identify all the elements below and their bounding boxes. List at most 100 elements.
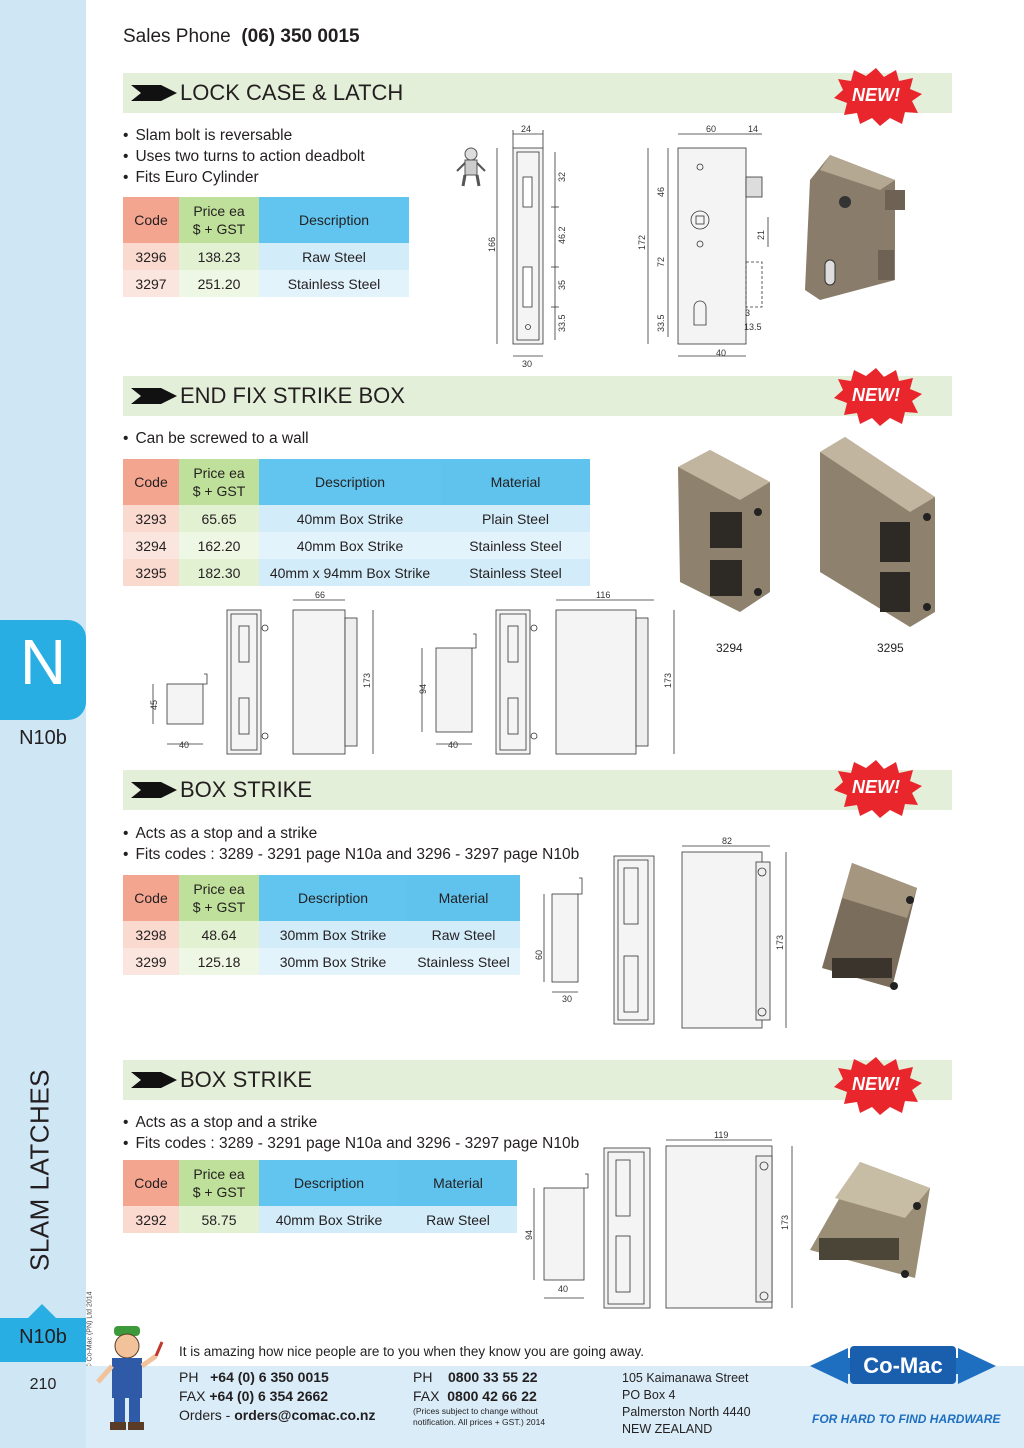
list-item: Can be screwed to a wall: [123, 428, 308, 449]
freephone-block: PH 0800 33 55 22 FAX 0800 42 66 22 (Pric…: [413, 1368, 545, 1428]
list-item: Fits codes : 3289 - 3291 page N10a and 3…: [123, 1133, 579, 1154]
cell-price: 251.20: [179, 270, 259, 297]
dim-label: 72: [656, 257, 666, 267]
cell-code: 3292: [123, 1206, 179, 1233]
table-row[interactable]: 3295 182.30 40mm x 94mm Box Strike Stain…: [123, 559, 590, 586]
starburst-icon: [834, 1057, 922, 1115]
box-strike-drawing-30: 60 30 82 173: [534, 836, 787, 1029]
dim-label: 45: [149, 700, 159, 710]
strike-box-drawing-94: 94 40 116 173: [418, 590, 675, 755]
section-code: N10b: [19, 727, 67, 749]
dim-label: 33.5: [656, 314, 666, 332]
slogan: FOR HARD TO FIND HARDWARE: [812, 1412, 1001, 1426]
cell-price: 162.20: [179, 532, 259, 559]
dim-label: 116: [596, 590, 610, 600]
cell-description: Stainless Steel: [259, 270, 409, 297]
list-item: Uses two turns to action deadbolt: [123, 146, 364, 167]
dim-label: 46: [656, 187, 666, 197]
cell-description: Raw Steel: [259, 243, 409, 270]
dim-label: 30: [562, 994, 572, 1004]
cell-code: 3299: [123, 948, 179, 975]
lock-case-photo: [805, 155, 905, 300]
table-row[interactable]: 3297 251.20 Stainless Steel: [123, 270, 409, 297]
section-title: BOX STRIKE: [180, 1067, 313, 1092]
col-code: Code: [123, 197, 179, 243]
cell-code: 3293: [123, 505, 179, 532]
dim-label: 60: [706, 124, 716, 134]
section-header-box-strike-40: BOX STRIKE: [123, 1060, 952, 1100]
price-table: Code Price ea$ + GST Description Materia…: [123, 875, 520, 975]
sidebar: [0, 0, 86, 1448]
starburst-icon: [834, 760, 922, 818]
new-badge-text: NEW!: [852, 777, 900, 797]
sales-phone-number[interactable]: (06) 350 0015: [241, 26, 360, 47]
comac-logo[interactable]: Co-Mac: [810, 1344, 996, 1404]
phone-number[interactable]: +64 (0) 6 350 0015: [210, 1369, 329, 1385]
address-line: PO Box 4: [622, 1388, 676, 1402]
cell-description: 40mm Box Strike: [259, 1206, 399, 1233]
dim-label: 14: [748, 124, 758, 134]
new-badge-text: NEW!: [852, 85, 900, 105]
cell-material: Plain Steel: [441, 505, 590, 532]
cell-material: Stainless Steel: [441, 532, 590, 559]
col-description: Description: [259, 459, 441, 505]
table-row[interactable]: 3296 138.23 Raw Steel: [123, 243, 409, 270]
col-material: Material: [407, 875, 520, 921]
col-price: Price ea$ + GST: [179, 1160, 259, 1206]
dim-label: 173: [780, 1215, 790, 1230]
address-block: 105 Kaimanawa Street PO Box 4 Palmerston…: [622, 1370, 751, 1438]
page-tab[interactable]: [0, 1318, 86, 1362]
starburst-icon: [834, 68, 922, 126]
feature-list: Acts as a stop and a strike Fits codes :…: [123, 823, 579, 865]
photo-label: 3295: [877, 641, 904, 655]
new-badge: NEW!: [830, 68, 922, 126]
dim-label: 94: [524, 1230, 534, 1240]
table-row[interactable]: 3292 58.75 40mm Box Strike Raw Steel: [123, 1206, 517, 1233]
strike-box-drawing-40: 45 40 66 173: [149, 590, 374, 755]
table-row[interactable]: 3293 65.65 40mm Box Strike Plain Steel: [123, 505, 590, 532]
dim-label: 40: [448, 740, 458, 750]
price-table: Code Price ea$ + GST Description Materia…: [123, 1160, 517, 1233]
strike-box-photo-3294: [678, 450, 770, 612]
col-price: Price ea$ + GST: [179, 459, 259, 505]
section-title: END FIX STRIKE BOX: [180, 383, 405, 408]
col-description: Description: [259, 875, 407, 921]
new-badge: NEW!: [830, 760, 922, 818]
dim-label: 21: [756, 230, 766, 240]
freephone-number[interactable]: 0800 33 55 22: [448, 1369, 538, 1385]
lock-case-front-drawing: 60 14 172 46 72 33.5 21 3 13.5 40: [637, 124, 769, 358]
section-tab[interactable]: [0, 620, 86, 720]
orders-email[interactable]: orders@comac.co.nz: [234, 1407, 376, 1423]
box-strike-photo-3292: [810, 1162, 930, 1278]
cell-description: 40mm Box Strike: [259, 532, 441, 559]
address-line: 105 Kaimanawa Street: [622, 1371, 749, 1385]
cell-material: Raw Steel: [399, 1206, 517, 1233]
page-tab-arrow: [28, 1304, 56, 1318]
table-row[interactable]: 3299 125.18 30mm Box Strike Stainless St…: [123, 948, 520, 975]
cell-price: 138.23: [179, 243, 259, 270]
dim-label: 32: [557, 172, 567, 182]
fax-label: FAX: [179, 1388, 206, 1404]
dim-label: 13.5: [744, 322, 762, 332]
cell-code: 3296: [123, 243, 179, 270]
cell-price: 58.75: [179, 1206, 259, 1233]
section-title: LOCK CASE & LATCH: [180, 80, 404, 105]
box-strike-drawing-40: 94 40 119 173: [524, 1130, 793, 1309]
dim-label: 24: [521, 124, 531, 134]
cell-material: Stainless Steel: [441, 559, 590, 586]
contact-block: PH +64 (0) 6 350 0015 FAX +64 (0) 6 354 …: [179, 1368, 376, 1425]
table-row[interactable]: 3298 48.64 30mm Box Strike Raw Steel: [123, 921, 520, 948]
list-item: Acts as a stop and a strike: [123, 823, 579, 844]
section-title: BOX STRIKE: [180, 777, 313, 802]
col-price: Price ea$ + GST: [179, 875, 259, 921]
new-badge-text: NEW!: [852, 1074, 900, 1094]
dim-label: 172: [637, 235, 647, 250]
arrow-icon: [131, 782, 177, 798]
table-row[interactable]: 3294 162.20 40mm Box Strike Stainless St…: [123, 532, 590, 559]
fax-number: +64 (0) 6 354 2662: [209, 1388, 329, 1404]
list-item: Fits Euro Cylinder: [123, 167, 365, 188]
dim-label: 60: [534, 950, 544, 960]
mascot-icon: [96, 1326, 164, 1430]
cell-code: 3297: [123, 270, 179, 297]
cell-description: 40mm Box Strike: [259, 505, 441, 532]
